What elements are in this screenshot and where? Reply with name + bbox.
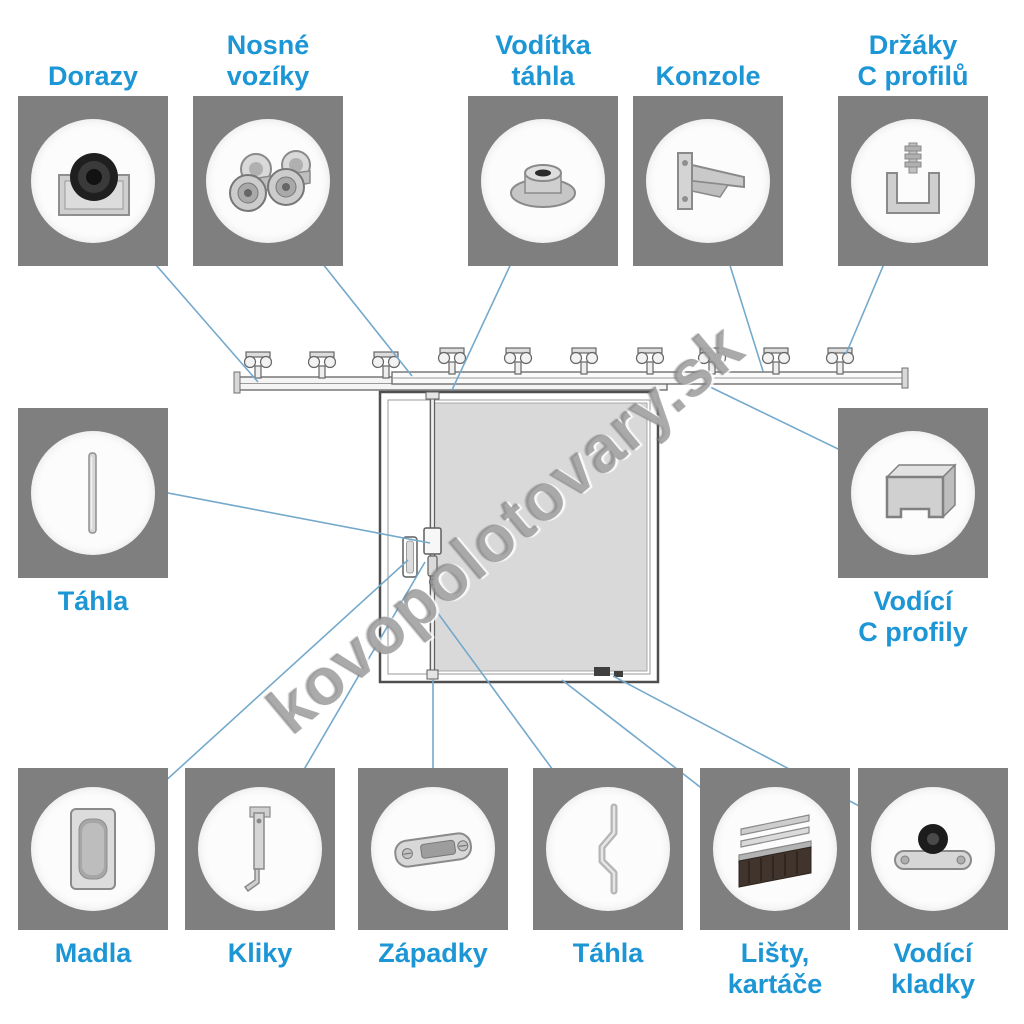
- component-madla: Madla: [18, 768, 168, 969]
- kladky-photo: [871, 787, 995, 911]
- component-drzaky-c-profilu: Držáky C profilů: [838, 24, 988, 266]
- component-label-kliky: Kliky: [227, 938, 293, 968]
- track-hangers: [243, 347, 855, 379]
- component-label-zapadky: Západky: [378, 938, 488, 968]
- door-latch: [423, 527, 442, 555]
- component-thumb-voditka-tahla: [468, 96, 618, 266]
- component-tahla-bottom: Táhla: [533, 768, 683, 969]
- guide-roller-icon: [894, 824, 972, 870]
- component-thumb-konzole: [633, 96, 783, 266]
- component-listy-kartace: Lišty, kartáče: [700, 768, 850, 1000]
- component-tahla-left: Táhla: [18, 408, 168, 617]
- component-thumb-dorazy: [18, 96, 168, 266]
- component-label-madla: Madla: [54, 938, 132, 968]
- component-thumb-nosne-voziky: [193, 96, 343, 266]
- vodici-c-profily-photo: [851, 431, 975, 555]
- component-thumb-kladky: [858, 768, 1008, 930]
- rod-icon: [88, 452, 97, 534]
- bottom-guide: [594, 667, 610, 676]
- component-label-tahla-bottom: Táhla: [572, 938, 644, 968]
- zapadky-photo: [371, 787, 495, 911]
- component-thumb-tahla-left: [18, 408, 168, 578]
- strike-plate-icon: [394, 832, 473, 868]
- drzaky-photo: [851, 119, 975, 243]
- component-thumb-listy: [700, 768, 850, 930]
- component-label-konzole: Konzole: [655, 61, 761, 91]
- component-thumb-madla: [18, 768, 168, 930]
- component-label-tahla-left: Táhla: [57, 586, 129, 616]
- madla-photo: [31, 787, 155, 911]
- component-label-vodici-c-profily: Vodící C profily: [858, 586, 968, 647]
- component-vodici-c-profily: Vodící C profily: [838, 408, 988, 648]
- component-dorazy: Dorazy: [18, 24, 168, 266]
- dorazy-photo: [31, 119, 155, 243]
- trolley-wheels-icon: [229, 150, 311, 212]
- rod-guide-bushing-icon: [510, 164, 576, 208]
- component-konzole: Konzole: [633, 24, 783, 266]
- konzole-photo: [646, 119, 770, 243]
- component-voditka-tahla: Vodítka táhla: [468, 24, 618, 266]
- component-thumb-vodici-c-profily: [838, 408, 988, 578]
- door-panel: [378, 390, 660, 684]
- nosne-voziky-photo: [206, 119, 330, 243]
- dorazy-icon: [58, 153, 130, 216]
- component-thumb-kliky: [185, 768, 335, 930]
- bracket-icon: [677, 152, 745, 210]
- component-label-kladky: Vodící kladky: [890, 938, 976, 999]
- component-thumb-tahla-bottom: [533, 768, 683, 930]
- voditka-tahla-photo: [481, 119, 605, 243]
- c-profile-rail-icon: [885, 463, 957, 519]
- component-label-listy: Lišty, kartáče: [727, 938, 823, 999]
- component-label-voditka-tahla: Vodítka táhla: [495, 30, 591, 91]
- component-zapadky: Západky: [358, 768, 508, 969]
- bent-rod-icon: [598, 803, 618, 895]
- listy-photo: [713, 787, 837, 911]
- component-label-nosne-voziky: Nosné vozíky: [226, 30, 310, 91]
- component-kliky: Kliky: [185, 768, 335, 969]
- component-thumb-zapadky: [358, 768, 508, 930]
- component-vodici-kladky: Vodící kladky: [858, 768, 1008, 1000]
- kliky-photo: [198, 787, 322, 911]
- tahla-photo: [31, 431, 155, 555]
- component-nosne-voziky: Nosné vozíky: [193, 24, 343, 266]
- component-label-dorazy: Dorazy: [47, 61, 139, 91]
- latch-lever-icon: [243, 806, 271, 893]
- c-profile-holder-icon: [886, 142, 940, 214]
- brush-strip-icon: [738, 814, 812, 888]
- flush-handle-icon: [70, 808, 116, 890]
- component-thumb-drzaky: [838, 96, 988, 266]
- tahla-bottom-photo: [546, 787, 670, 911]
- track-rail: [233, 367, 909, 394]
- component-label-drzaky: Držáky C profilů: [857, 30, 969, 91]
